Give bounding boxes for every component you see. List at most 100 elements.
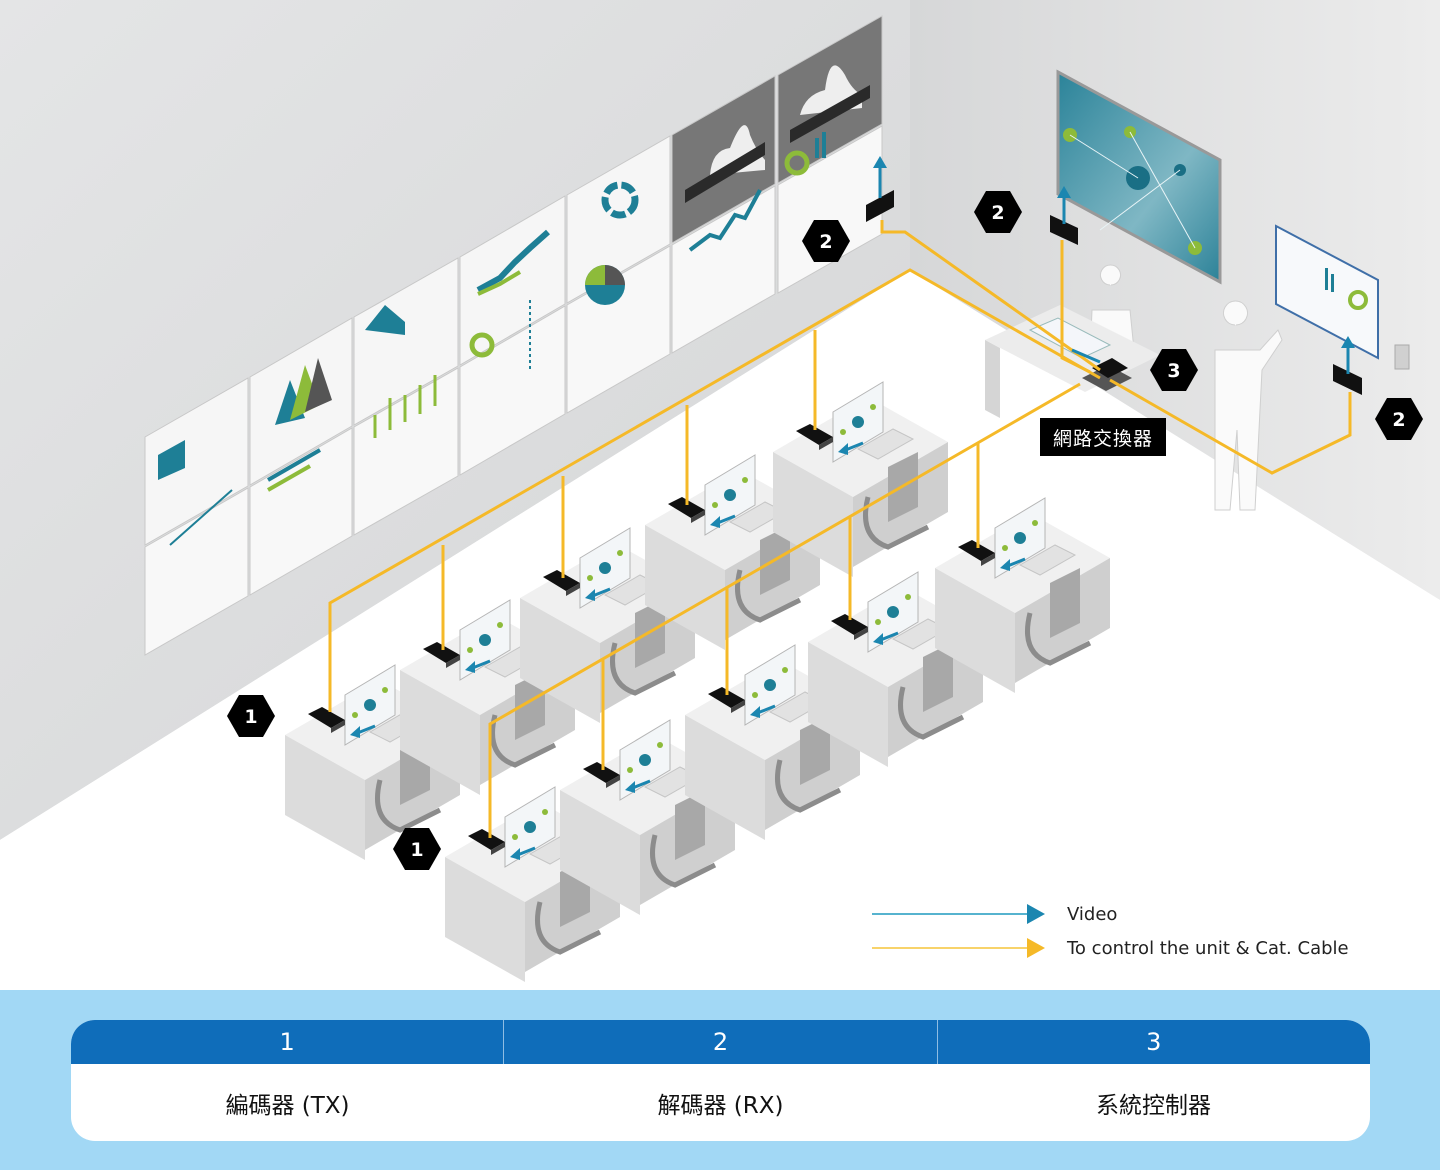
wall-panel [353, 257, 459, 426]
table-cell-decoder: 解碼器 (RX) [657, 1092, 784, 1119]
encoder-side [854, 627, 868, 640]
monitor-network-graphic [724, 489, 736, 501]
video-arrowhead [465, 661, 475, 673]
wall-panel [777, 125, 883, 294]
video-arrowhead [710, 516, 720, 528]
component-table-panel: 1 2 3 編碼器 (TX) 解碼器 (RX) 系統控制器 [0, 990, 1440, 1170]
monitor-node [542, 809, 548, 815]
system-controller-device [1092, 358, 1128, 378]
hexagon-icon [393, 828, 441, 870]
encoder-device [668, 497, 705, 518]
cable-arrow-icon [1027, 938, 1045, 958]
workstation [773, 381, 948, 577]
encoder-side [566, 583, 580, 596]
monitor-network-graphic [887, 606, 899, 618]
cable-trunk-back [328, 268, 1101, 712]
wall-panel [249, 317, 353, 486]
video-arrowhead [510, 848, 520, 860]
wall-panel [459, 195, 566, 366]
badge-controller: 3 [1150, 349, 1198, 391]
badge-decoder: 2 [802, 220, 850, 262]
keyboard [856, 428, 915, 460]
table-header-3: 3 [1146, 1028, 1162, 1056]
encoder-device [796, 424, 833, 445]
desk-side [445, 857, 525, 982]
encoder-device [708, 687, 745, 708]
video-arrowhead [585, 589, 595, 601]
video-arrowhead [1341, 336, 1355, 348]
badge-number: 2 [991, 202, 1004, 224]
wall-panel [671, 75, 776, 244]
network-switch-label: 網路交換器 [1040, 418, 1166, 456]
badge-encoder: 1 [227, 695, 275, 737]
video-arrowhead [750, 706, 760, 718]
right-wall [910, 0, 1440, 600]
monitor-node [1032, 520, 1038, 526]
monitor-network-graphic [1014, 532, 1026, 544]
wall-panel [566, 135, 671, 304]
encoder-side [446, 655, 460, 668]
encoder-device [543, 570, 580, 591]
badge-number: 3 [1167, 360, 1180, 382]
hexagon-icon [802, 220, 850, 262]
wall-panel [249, 427, 353, 596]
badge-encoder: 1 [393, 828, 441, 870]
monitor-node [905, 594, 911, 600]
monitor-node [467, 647, 473, 653]
decoder-device [866, 190, 894, 222]
chair-base [735, 569, 802, 623]
monitor-node [382, 687, 388, 693]
video-arrow [1071, 348, 1101, 364]
cable-to-decoder-wall [880, 220, 1101, 372]
encoder-device [583, 762, 620, 783]
monitor-node [587, 575, 593, 581]
table-cell-controller: 系統控制器 [1096, 1092, 1211, 1119]
video-arrowhead [873, 633, 883, 645]
chair-base [650, 834, 717, 888]
chair-base [1025, 612, 1092, 666]
legend-item-video: Video [872, 902, 1117, 926]
cable-trunk-front [488, 382, 1081, 838]
video-arrowhead [873, 156, 887, 168]
encoder-side [731, 700, 745, 713]
chair-back [800, 715, 830, 785]
wall-panel [777, 15, 883, 184]
table-header-2: 2 [504, 1020, 938, 1064]
monitor-node [617, 550, 623, 556]
monitor-node [1002, 545, 1008, 551]
encoder-device [308, 707, 345, 728]
video-wall [144, 15, 883, 656]
monitor-node [512, 834, 518, 840]
keyboard [1018, 544, 1077, 576]
monitor-node [497, 622, 503, 628]
video-arrow-icon [1027, 904, 1045, 924]
wall-switch-panel [1394, 344, 1410, 370]
wall-panel [566, 245, 671, 414]
legend-label: To control the unit & Cat. Cable [1067, 937, 1349, 959]
badge-number: 2 [819, 231, 832, 253]
monitor-node [875, 619, 881, 625]
encoder-side [819, 437, 833, 450]
legend-label: Video [1067, 903, 1118, 925]
monitor-node [782, 667, 788, 673]
dashboard-display [1275, 224, 1379, 360]
chair-back [1050, 568, 1080, 638]
table-header-row: 1 2 3 [71, 1020, 1370, 1064]
monitor-network-graphic [479, 634, 491, 646]
encoder-device [831, 614, 868, 635]
controller-desk [985, 305, 1160, 418]
cable-line-swatch [872, 947, 1027, 949]
encoder-side [331, 720, 345, 733]
video-arrowhead [625, 781, 635, 793]
encoder-side [981, 553, 995, 566]
legend-item-cable: To control the unit & Cat. Cable [872, 936, 1349, 960]
monitor-network-graphic [764, 679, 776, 691]
chair-back [675, 790, 705, 860]
encoder-side [691, 510, 705, 523]
monitor-node [870, 404, 876, 410]
video-arrowhead [1000, 559, 1010, 571]
video-arrowhead [350, 726, 360, 738]
wall-panel [353, 367, 459, 536]
desk-side [685, 715, 765, 840]
